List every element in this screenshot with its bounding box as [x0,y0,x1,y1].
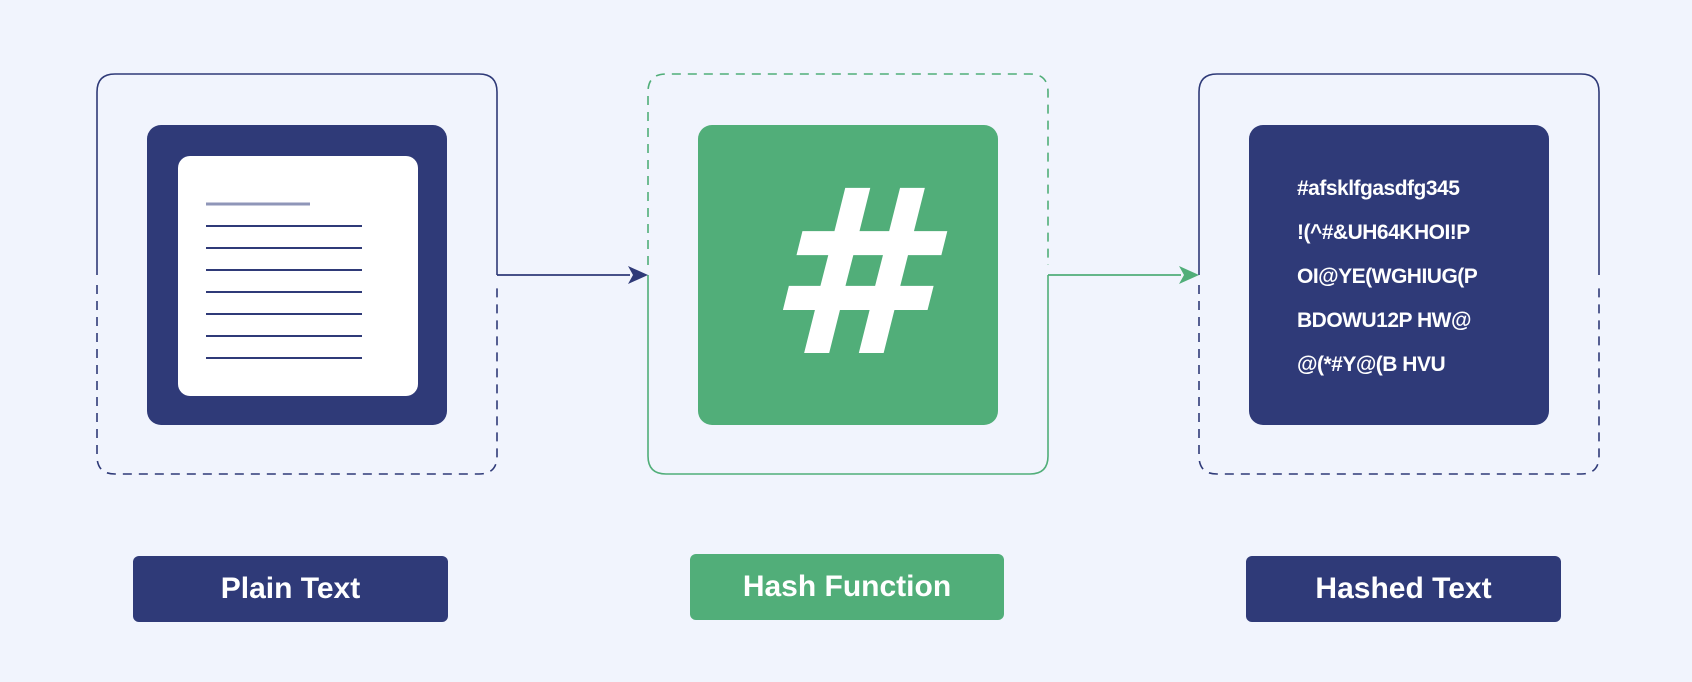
hashed-line-1: #afsklfgasdfg345 [1297,177,1460,200]
plain-text-label: Plain Text [133,556,448,622]
hashed-frame-dashed [1198,285,1600,475]
hash-function-tile [698,125,998,425]
arrow-head-plain-to-hash [628,266,648,284]
arrow-head-hash-to-hashed [1179,266,1199,284]
hashed-output-text: #afsklfgasdfg345 !(^#&UH64KHOI!P OI@YE(W… [1297,172,1537,392]
hashed-line-4: BDOWU12P HW@ [1297,309,1471,332]
hash-frame-dashed [647,73,1049,265]
hashed-line-2: !(^#&UH64KHOI!P [1297,221,1470,244]
hash-frame-solid [647,275,1049,475]
hashed-text-tile [1249,125,1549,425]
hash-function-label: Hash Function [690,554,1004,620]
document-lines [206,202,362,359]
plain-frame-dashed [96,285,498,475]
hashed-line-5: @(*#Y@(B HVU [1297,353,1446,376]
hashed-line-3: OI@YE(WGHIUG(P [1297,265,1478,288]
hash-symbol-icon: # [767,141,929,408]
hashed-text-label: Hashed Text [1246,556,1561,622]
document-icon [178,156,418,396]
hashed-frame-solid [1198,73,1600,275]
plain-frame-solid [96,73,498,275]
